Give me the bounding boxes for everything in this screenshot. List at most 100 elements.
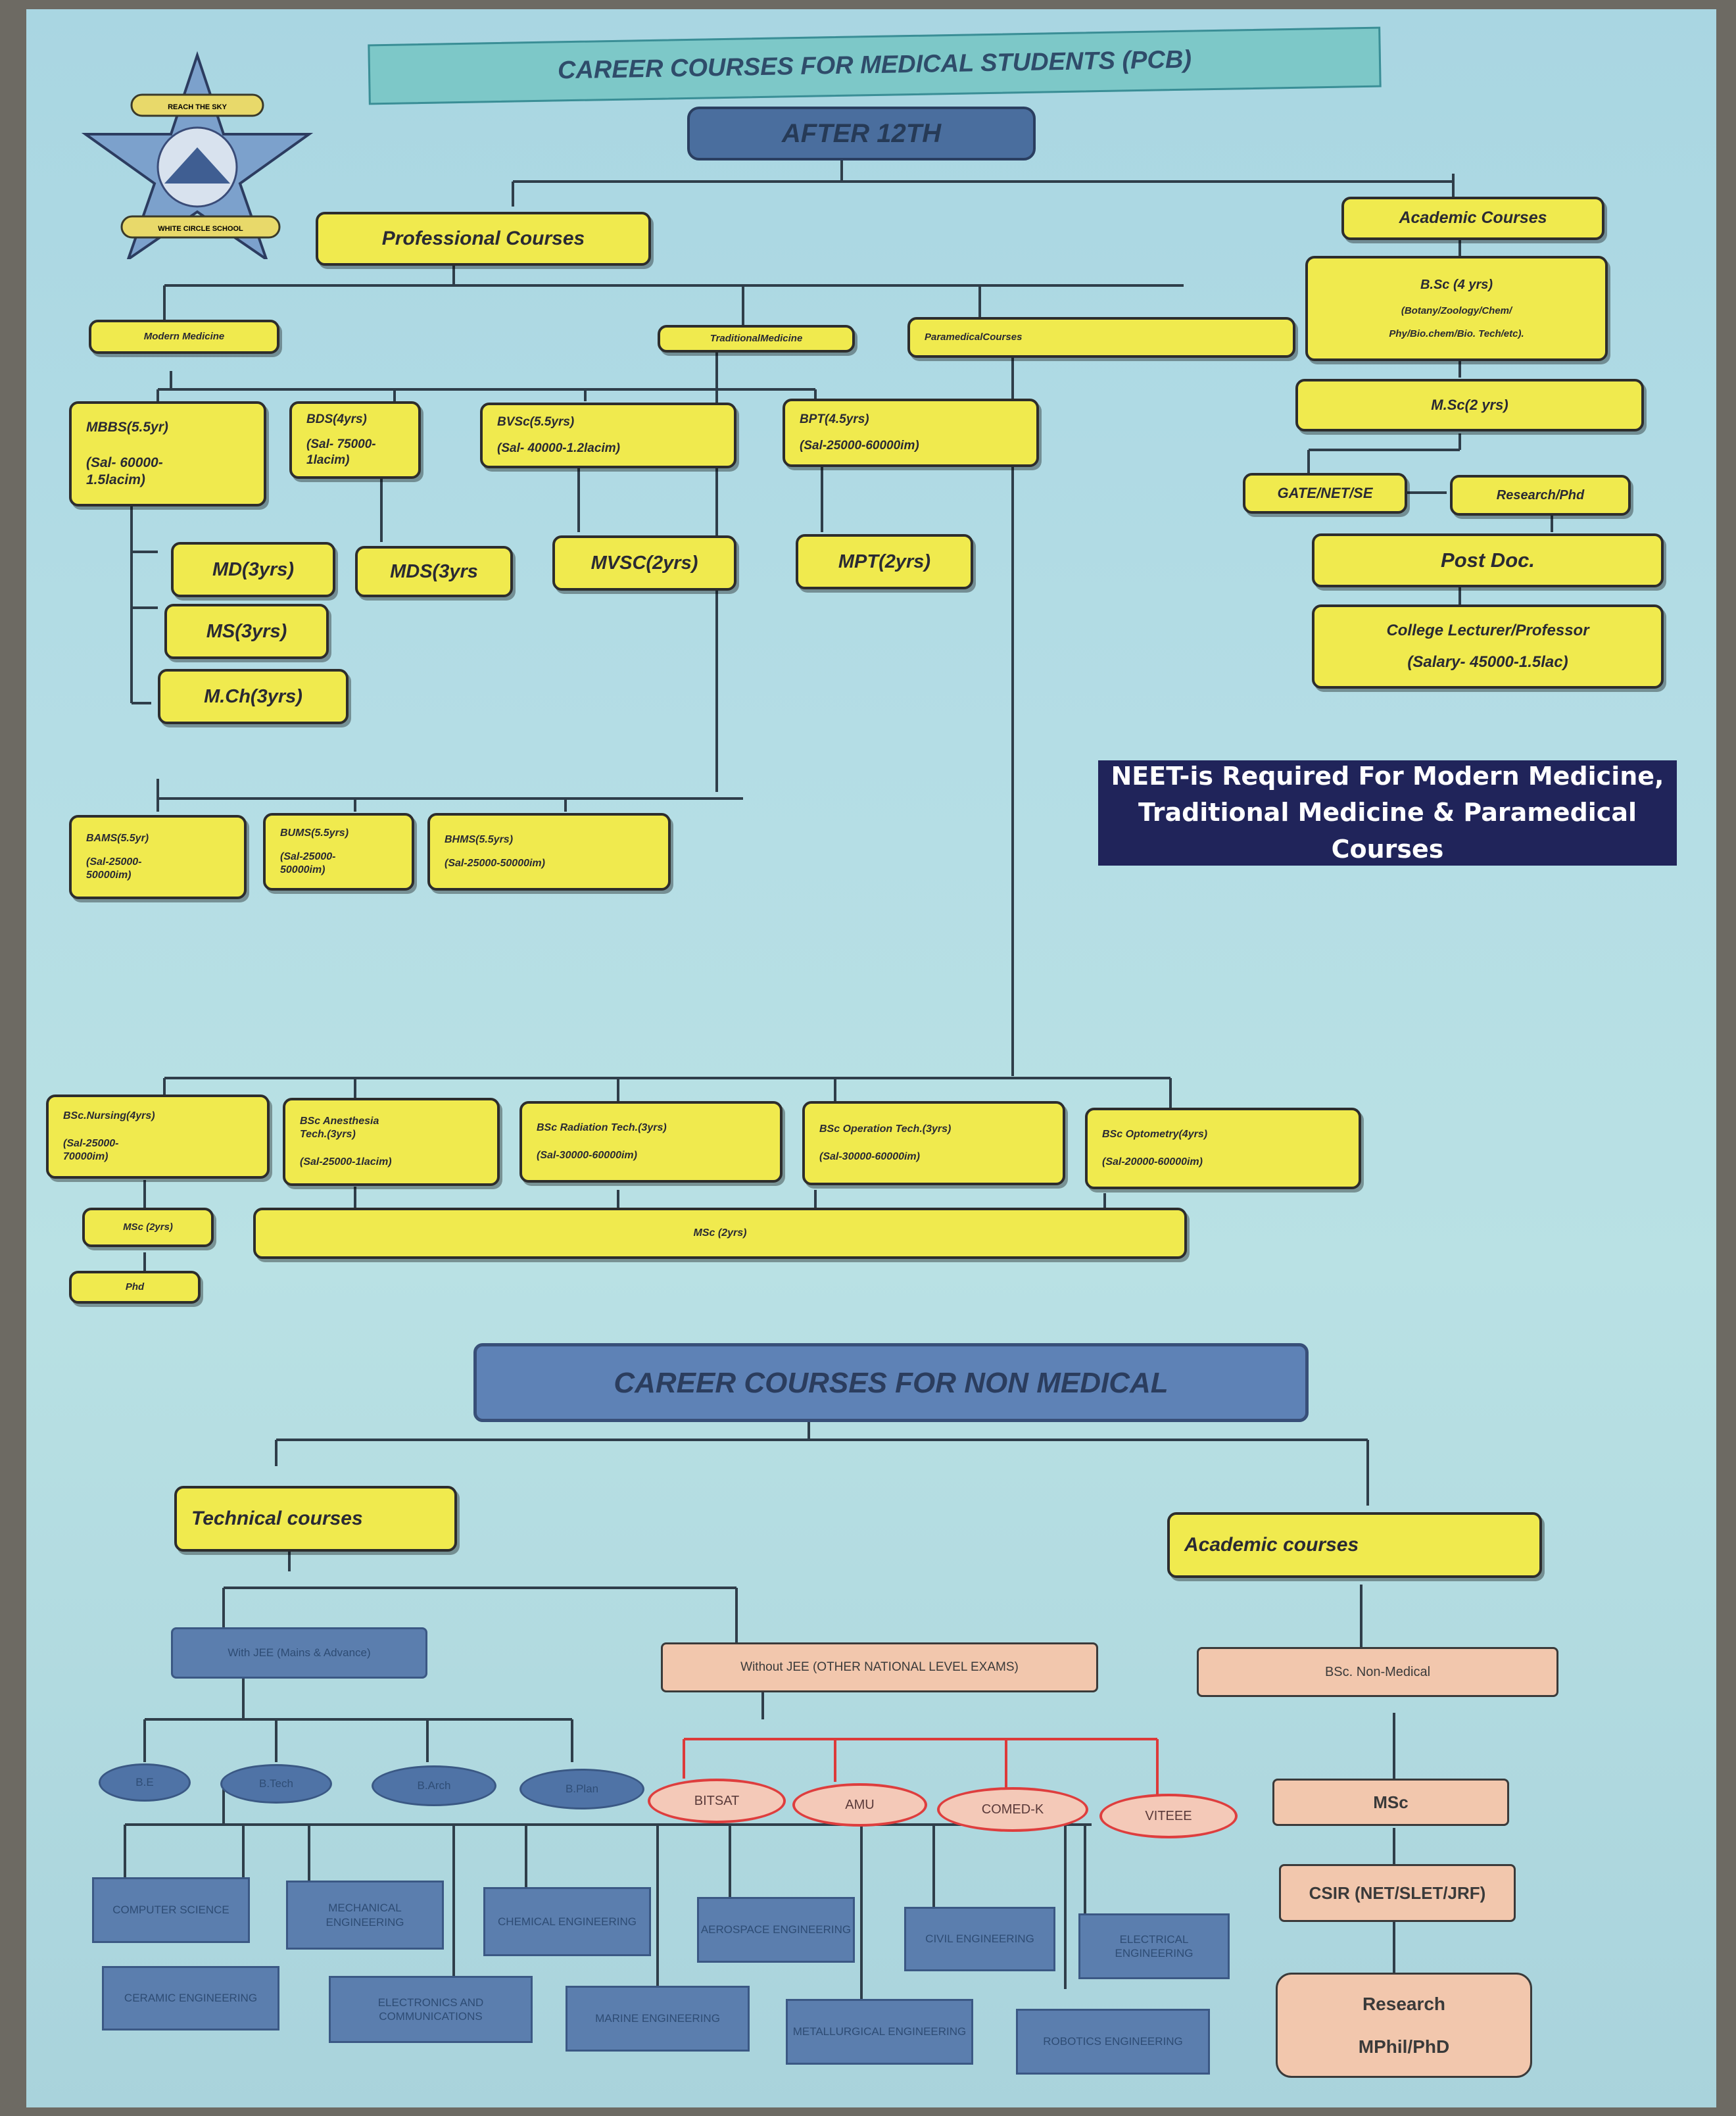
msc-paramedical-box: MSc (2yrs) — [253, 1208, 1187, 1259]
neet-notice: NEET-is Required For Modern Medicine, Tr… — [1098, 760, 1677, 866]
paramedical-courses-box: ParamedicalCourses — [907, 317, 1295, 358]
school-logo: REACH THE SKY WHITE CIRCLE SCHOOL — [66, 49, 316, 263]
bsc-subjects-1: (Botany/Zoology/Chem/ — [1401, 305, 1512, 316]
mbbs-salary-2: 1.5lacim) — [86, 472, 145, 488]
exam-bitsat-oval: BITSAT — [648, 1779, 786, 1823]
bams-salary-2: 50000im) — [86, 870, 132, 881]
without-jee-box: Without JEE (OTHER NATIONAL LEVEL EXAMS) — [661, 1642, 1098, 1692]
operation-salary: (Sal-30000-60000im) — [819, 1151, 920, 1162]
branch-chemical: CHEMICAL ENGINEERING — [483, 1887, 651, 1956]
neet-line-2: Traditional Medicine & Paramedical Cours… — [1138, 798, 1637, 864]
msc-nursing-box: MSc (2yrs) — [82, 1208, 214, 1247]
mvsc-box: MVSC(2yrs) — [552, 535, 736, 591]
ms-box: MS(3yrs) — [164, 604, 329, 659]
anesthesia-salary: (Sal-25000-1lacim) — [300, 1156, 392, 1168]
mphil-phd-label: MPhil/PhD — [1358, 2036, 1450, 2057]
bds-salary: (Sal- 75000- — [306, 437, 376, 452]
branch-electronics: ELECTRONICS AND COMMUNICATIONS — [329, 1976, 533, 2043]
mds-box: MDS(3yrs — [355, 546, 513, 597]
bums-title: BUMS(5.5yrs) — [280, 827, 349, 839]
bhms-title: BHMS(5.5yrs) — [445, 834, 514, 845]
bvsc-title: BVSc(5.5yrs) — [497, 415, 575, 430]
bums-box: BUMS(5.5yrs) (Sal-25000- 50000im) — [263, 813, 414, 891]
nursing-title: BSc.Nursing(4yrs) — [63, 1110, 155, 1121]
bpt-box: BPT(4.5yrs) (Sal-25000-60000im) — [783, 399, 1039, 467]
bpt-title: BPT(4.5yrs) — [800, 412, 869, 427]
mbbs-title: MBBS(5.5yr) — [86, 419, 168, 435]
bsc-nursing-box: BSc.Nursing(4yrs) (Sal-25000- 70000im) — [46, 1095, 270, 1179]
degree-bplan-oval: B.Plan — [519, 1769, 644, 1809]
research-phd-box: Research/Phd — [1450, 475, 1631, 516]
exam-viteee-oval: VITEEE — [1099, 1794, 1238, 1838]
bsc-nonmedical-box: BSc. Non-Medical — [1197, 1647, 1558, 1697]
bsc-radiation-box: BSc Radiation Tech.(3yrs) (Sal-30000-600… — [519, 1101, 783, 1183]
post-doc-box: Post Doc. — [1312, 533, 1664, 587]
branch-marine: MARINE ENGINEERING — [566, 1986, 750, 2052]
lecturer-box: College Lecturer/Professor (Salary- 4500… — [1312, 604, 1664, 689]
research-mphil-box: Research MPhil/PhD — [1276, 1973, 1532, 2078]
bsc-anesthesia-box: BSc Anesthesia Tech.(3yrs) (Sal-25000-1l… — [283, 1098, 500, 1186]
bds-salary-2: 1lacim) — [306, 453, 350, 467]
branch-aerospace: AEROSPACE ENGINEERING — [697, 1897, 855, 1963]
branch-electrical: ELECTRICAL ENGINEERING — [1078, 1913, 1230, 1979]
neet-line-1: NEET-is Required For Modern Medicine, — [1111, 762, 1664, 791]
academic-courses-box: Academic Courses — [1341, 197, 1604, 240]
csir-box: CSIR (NET/SLET/JRF) — [1279, 1864, 1516, 1922]
star-logo-icon: REACH THE SKY WHITE CIRCLE SCHOOL — [81, 51, 314, 263]
msc-2yrs-box: M.Sc(2 yrs) — [1295, 379, 1644, 431]
research-label: Research — [1362, 1994, 1446, 2014]
branch-robotics: ROBOTICS ENGINEERING — [1016, 2009, 1210, 2075]
bsc-optometry-box: BSc Optometry(4yrs) (Sal-20000-60000im) — [1085, 1108, 1361, 1189]
bums-salary-2: 50000im) — [280, 864, 326, 875]
gate-net-box: GATE/NET/SE — [1243, 473, 1407, 514]
operation-title: BSc Operation Tech.(3yrs) — [819, 1123, 952, 1135]
bds-title: BDS(4yrs) — [306, 412, 367, 427]
traditional-medicine-box: TraditionalMedicine — [658, 325, 855, 353]
bds-box: BDS(4yrs) (Sal- 75000- 1lacim) — [289, 401, 421, 479]
md-box: MD(3yrs) — [171, 542, 335, 597]
with-jee-box: With JEE (Mains & Advance) — [171, 1627, 427, 1679]
radiation-salary: (Sal-30000-60000im) — [537, 1150, 637, 1161]
mbbs-salary: (Sal- 60000- — [86, 455, 163, 470]
nonmedical-title: CAREER COURSES FOR NON MEDICAL — [473, 1343, 1309, 1422]
bsc-title: B.Sc (4 yrs) — [1420, 277, 1493, 292]
after-12th-box: AFTER 12TH — [687, 107, 1036, 160]
professional-courses-box: Professional Courses — [316, 212, 651, 266]
exam-amu-oval: AMU — [792, 1783, 927, 1827]
branch-computer-science: COMPUTER SCIENCE — [92, 1877, 250, 1943]
bvsc-box: BVSc(5.5yrs) (Sal- 40000-1.2lacim) — [480, 403, 736, 468]
bvsc-salary: (Sal- 40000-1.2lacim) — [497, 441, 620, 455]
bhms-salary: (Sal-25000-50000im) — [445, 858, 545, 869]
anesthesia-duration: Tech.(3yrs) — [300, 1129, 356, 1140]
bams-box: BAMS(5.5yr) (Sal-25000- 50000im) — [69, 815, 247, 899]
branch-ceramic: CERAMIC ENGINEERING — [102, 1966, 279, 2030]
optometry-title: BSc Optometry(4yrs) — [1102, 1129, 1208, 1140]
anesthesia-title: BSc Anesthesia — [300, 1116, 379, 1127]
bpt-salary: (Sal-25000-60000im) — [800, 439, 919, 453]
bsc-subjects-2: Phy/Bio.chem/Bio. Tech/etc). — [1389, 328, 1524, 339]
radiation-title: BSc Radiation Tech.(3yrs) — [537, 1122, 667, 1133]
mpt-box: MPT(2yrs) — [796, 534, 973, 589]
lecturer-salary: (Salary- 45000-1.5lac) — [1407, 653, 1568, 671]
msc-nm-box: MSc — [1272, 1779, 1509, 1826]
branch-metallurgical: METALLURGICAL ENGINEERING — [786, 1999, 973, 2065]
academic-courses-nm-box: Academic courses — [1167, 1512, 1542, 1578]
bums-salary: (Sal-25000- — [280, 851, 336, 862]
nursing-salary: (Sal-25000- — [63, 1138, 119, 1149]
branch-mechanical: MECHANICAL ENGINEERING — [286, 1881, 444, 1950]
connector-lines — [124, 160, 1553, 2002]
mch-box: M.Ch(3yrs) — [158, 669, 349, 724]
logo-school: WHITE CIRCLE SCHOOL — [158, 225, 243, 233]
bams-title: BAMS(5.5yr) — [86, 833, 149, 844]
degree-be-oval: B.E — [99, 1763, 191, 1802]
technical-courses-box: Technical courses — [174, 1486, 457, 1552]
bsc-operation-box: BSc Operation Tech.(3yrs) (Sal-30000-600… — [802, 1101, 1065, 1185]
lecturer-title: College Lecturer/Professor — [1386, 622, 1589, 639]
optometry-salary: (Sal-20000-60000im) — [1102, 1156, 1203, 1168]
exam-comedk-oval: COMED-K — [937, 1787, 1088, 1832]
bams-salary: (Sal-25000- — [86, 856, 142, 868]
mbbs-box: MBBS(5.5yr) (Sal- 60000- 1.5lacim) — [69, 401, 266, 506]
nursing-salary-2: 70000im) — [63, 1151, 108, 1162]
modern-medicine-box: Modern Medicine — [89, 320, 279, 354]
phd-box: Phd — [69, 1271, 201, 1304]
